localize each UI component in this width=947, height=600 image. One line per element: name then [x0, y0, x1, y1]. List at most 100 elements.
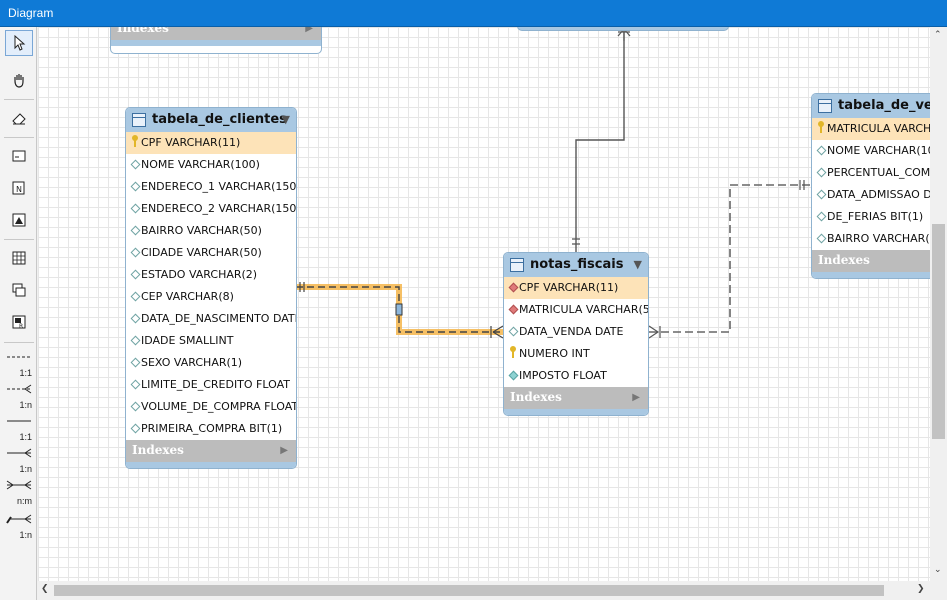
note-tool-button[interactable]: N	[5, 175, 33, 201]
diagram-canvas[interactable]: Indexes ▶ tabela_de_clientes ▼ CPF VARCH…	[38, 27, 930, 581]
relationship-vendedores-to-notas-fiscais[interactable]	[648, 180, 811, 339]
column-diamond-icon	[130, 203, 141, 214]
expand-arrow-icon[interactable]: ▶	[632, 392, 640, 403]
primary-key-icon	[508, 346, 518, 360]
relationship-existing-columns-button[interactable]: 1:n	[4, 511, 34, 541]
scroll-up-icon[interactable]: ⌃	[934, 30, 942, 40]
relationship-1-1-identifying-button[interactable]: 1:1	[4, 413, 34, 443]
table-icon	[12, 251, 26, 265]
column-diamond-icon	[130, 401, 141, 412]
horizontal-scroll-thumb[interactable]	[54, 585, 884, 596]
collapse-arrow-icon[interactable]: ▼	[633, 258, 642, 271]
line-many-many-icon	[6, 480, 32, 490]
column-label: CPF VARCHAR(11)	[141, 136, 241, 149]
relationship-1-n-identifying-button[interactable]: 1:n	[4, 445, 34, 475]
column-label: MATRICULA VARCHAR(5)	[519, 303, 649, 316]
column-row[interactable]: CEP VARCHAR(8)	[126, 286, 296, 308]
relationship-1-1-non-identifying-button[interactable]: 1:1	[4, 349, 34, 379]
relationship-top-to-notas-fiscais[interactable]	[572, 27, 631, 252]
table-tool-button[interactable]	[5, 245, 33, 271]
pointer-tool-button[interactable]	[5, 30, 33, 56]
routine-group-icon: R	[12, 315, 26, 330]
relationship-n-m-button[interactable]: n:m	[4, 477, 34, 507]
table-top-center-partial[interactable]	[517, 27, 729, 31]
routine-group-tool-button[interactable]: R	[5, 309, 33, 335]
scroll-down-icon[interactable]: ⌄	[934, 565, 942, 575]
entity-notas-fiscais[interactable]: notas_fiscais ▼ CPF VARCHAR(11) MATRICULA…	[503, 252, 649, 416]
column-label: ESTADO VARCHAR(2)	[141, 268, 258, 281]
line-solid-icon	[7, 420, 31, 422]
collapse-arrow-icon[interactable]: ▼	[281, 113, 290, 126]
column-row[interactable]: ENDERECO_1 VARCHAR(150)	[126, 176, 296, 198]
layer-tool-button[interactable]	[5, 143, 33, 169]
foreign-key-diamond-icon	[508, 304, 519, 315]
vertical-scrollbar[interactable]: ⌃ ⌄	[930, 27, 947, 581]
column-row[interactable]: ESTADO VARCHAR(2)	[126, 264, 296, 286]
column-row[interactable]: LIMITE_DE_CREDITO FLOAT	[126, 374, 296, 396]
column-row[interactable]: MATRICULA VARCHAR(5)	[504, 299, 648, 321]
column-diamond-icon	[816, 233, 827, 244]
view-tool-button[interactable]	[5, 277, 33, 303]
entity-header[interactable]: tabela_de_clientes ▼	[126, 108, 296, 132]
column-diamond-icon	[130, 291, 141, 302]
eraser-tool-button[interactable]	[5, 105, 33, 131]
expand-arrow-icon[interactable]: ▶	[305, 27, 313, 34]
column-row[interactable]: DATA_ADMISSAO DA	[812, 184, 930, 206]
column-row[interactable]: DATA_DE_NASCIMENTO DATE	[126, 308, 296, 330]
column-row[interactable]: CPF VARCHAR(11)	[126, 132, 296, 154]
indexes-section[interactable]: Indexes ▶	[126, 440, 296, 462]
column-row[interactable]: MATRICULA VARCHA	[812, 118, 930, 140]
expand-arrow-icon[interactable]: ▶	[280, 445, 288, 456]
pick-columns-icon	[6, 514, 32, 524]
scroll-right-icon[interactable]: ❯	[917, 584, 925, 594]
column-row[interactable]: IMPOSTO FLOAT	[504, 365, 648, 387]
column-row[interactable]: ENDERECO_2 VARCHAR(150)	[126, 198, 296, 220]
column-row[interactable]: SEXO VARCHAR(1)	[126, 352, 296, 374]
hand-tool-button[interactable]	[5, 67, 33, 93]
column-diamond-icon	[130, 159, 141, 170]
column-row[interactable]: DE_FERIAS BIT(1)	[812, 206, 930, 228]
vertical-scroll-thumb[interactable]	[932, 224, 945, 439]
line-crowfoot-icon	[7, 448, 32, 458]
column-row[interactable]: NOME VARCHAR(100	[812, 140, 930, 162]
column-row[interactable]: BAIRRO VARCHAR(50)	[126, 220, 296, 242]
column-row[interactable]: PRIMEIRA_COMPRA BIT(1)	[126, 418, 296, 440]
column-row[interactable]: BAIRRO VARCHAR(5	[812, 228, 930, 250]
scroll-left-icon[interactable]: ❮	[41, 584, 49, 594]
column-diamond-icon	[816, 189, 827, 200]
column-row[interactable]: DATA_VENDA DATE	[504, 321, 648, 343]
indexes-section[interactable]: Indexes ▶	[504, 387, 648, 409]
line-crowfoot-dashed-icon	[7, 384, 32, 394]
column-diamond-icon	[508, 326, 519, 337]
column-row[interactable]: NOME VARCHAR(100)	[126, 154, 296, 176]
column-diamond-icon	[816, 145, 827, 156]
window-title: Diagram	[8, 6, 54, 20]
relationship-clientes-to-notas-fiscais[interactable]	[296, 282, 504, 339]
line-dashed-icon	[7, 356, 31, 358]
table-top-left-partial[interactable]: Indexes ▶	[110, 27, 322, 54]
horizontal-scrollbar[interactable]: ❮ ❯	[38, 581, 930, 600]
column-label: NOME VARCHAR(100	[827, 144, 930, 157]
entity-header[interactable]: notas_fiscais ▼	[504, 253, 648, 277]
column-row[interactable]: CIDADE VARCHAR(50)	[126, 242, 296, 264]
column-row[interactable]: PERCENTUAL_COMIS	[812, 162, 930, 184]
entity-tabela-de-vendedores[interactable]: tabela_de_vend MATRICULA VARCHA NOME VARC…	[811, 93, 930, 279]
window-titlebar: Diagram	[0, 0, 947, 27]
column-label: BAIRRO VARCHAR(5	[827, 232, 930, 245]
hand-icon	[14, 74, 24, 88]
entity-tabela-de-clientes[interactable]: tabela_de_clientes ▼ CPF VARCHAR(11) NOME…	[125, 107, 297, 469]
column-row[interactable]: NUMERO INT	[504, 343, 648, 365]
image-tool-button[interactable]	[5, 207, 33, 233]
indexes-section[interactable]: Indexes	[812, 250, 930, 272]
column-label: DATA_VENDA DATE	[519, 325, 624, 338]
relationship-1-n-non-identifying-button[interactable]: 1:n	[4, 381, 34, 411]
column-row[interactable]: IDADE SMALLINT	[126, 330, 296, 352]
column-row[interactable]: VOLUME_DE_COMPRA FLOAT	[126, 396, 296, 418]
diagram-toolbar: N R 1:1 1:n 1:1 1:n n:m 1:n	[0, 27, 37, 600]
column-diamond-icon	[130, 313, 141, 324]
indexes-section[interactable]: Indexes ▶	[111, 27, 321, 40]
column-label: CIDADE VARCHAR(50)	[141, 246, 262, 259]
column-diamond-icon	[816, 211, 827, 222]
column-row[interactable]: CPF VARCHAR(11)	[504, 277, 648, 299]
entity-header[interactable]: tabela_de_vend	[812, 94, 930, 118]
